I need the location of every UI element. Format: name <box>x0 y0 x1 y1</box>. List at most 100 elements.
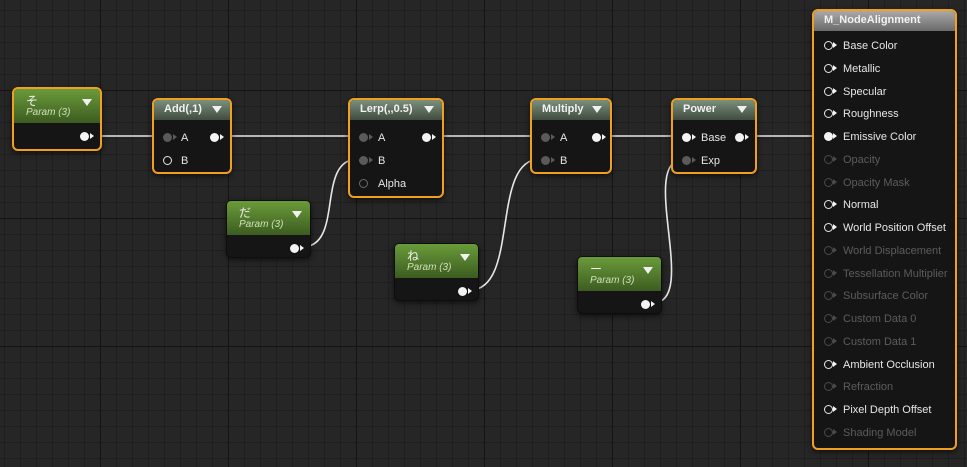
lerp-node[interactable]: Lerp(,,0.5) A B Alpha <box>348 98 444 198</box>
material-input-pin-icon[interactable] <box>824 86 833 96</box>
collapse-arrow-icon[interactable] <box>737 106 747 113</box>
pin-label: B <box>378 155 386 167</box>
node-header[interactable]: ー Param (3) <box>578 257 661 291</box>
node-header[interactable]: Multiply <box>532 100 610 120</box>
output-pin-icon[interactable] <box>641 300 650 309</box>
pin-arrow-icon <box>833 406 837 412</box>
output-pin-icon[interactable] <box>290 244 299 253</box>
pin-arrow-icon <box>833 87 837 94</box>
pin-arrow-icon <box>833 110 837 117</box>
node-title: そ <box>26 94 39 108</box>
material-input-pin-icon[interactable] <box>824 359 833 369</box>
material-input-pin-icon[interactable] <box>824 41 833 50</box>
node-title: Power <box>683 103 717 115</box>
output-pin-icon[interactable] <box>210 133 219 142</box>
input-pin-icon[interactable] <box>359 179 368 188</box>
pin-label: Alpha <box>378 178 407 190</box>
input-pin-icon[interactable] <box>682 133 691 142</box>
param-node-ne[interactable]: ね Param (3) <box>394 243 479 301</box>
node-header[interactable]: そ Param (3) <box>14 89 100 123</box>
material-input-pin-icon[interactable] <box>824 132 833 141</box>
material-input-pin-icon[interactable] <box>824 154 833 164</box>
pin-arrow-icon <box>833 269 837 276</box>
material-input-pin-icon[interactable] <box>824 382 833 392</box>
material-input-pin-icon[interactable] <box>824 427 833 437</box>
input-pin-icon[interactable] <box>163 156 172 165</box>
pin-arrow-icon <box>833 201 837 208</box>
pin-arrow-icon <box>173 134 177 140</box>
material-pin-label: Pixel Depth Offset <box>843 404 932 416</box>
collapse-arrow-icon[interactable] <box>643 267 653 274</box>
input-pin-icon[interactable] <box>682 156 691 165</box>
node-subtitle: Param (3) <box>590 275 635 286</box>
input-pin-icon[interactable] <box>163 133 172 142</box>
material-pin-label: World Position Offset <box>843 222 946 234</box>
param-node-da[interactable]: だ Param (3) <box>226 200 311 258</box>
material-pin-label: Normal <box>843 199 879 212</box>
pin-arrow-icon <box>833 337 837 344</box>
material-input-pin-icon[interactable] <box>824 314 833 323</box>
add-node[interactable]: Add(,1) A B <box>152 98 232 174</box>
material-input-pin-icon[interactable] <box>824 268 833 278</box>
output-pin-icon[interactable] <box>735 133 744 142</box>
node-header[interactable]: Power <box>673 100 755 120</box>
pin-arrow-icon <box>833 383 837 390</box>
pin-arrow-icon <box>468 288 472 294</box>
param-node-so[interactable]: そ Param (3) <box>12 87 102 151</box>
multiply-node[interactable]: Multiply A B <box>530 98 612 174</box>
material-pin-label: Emissive Color <box>843 131 917 143</box>
node-title: だ <box>239 206 252 220</box>
input-pin-icon[interactable] <box>359 156 368 165</box>
pin-arrow-icon <box>833 133 837 139</box>
material-input-pin-icon[interactable] <box>824 223 833 232</box>
power-node[interactable]: Power Base Exp <box>671 98 757 174</box>
pin-label: A <box>181 132 189 144</box>
material-input-pin-icon[interactable] <box>824 200 833 210</box>
output-pin-icon[interactable] <box>458 287 467 296</box>
material-pin-label: Ambient Occlusion <box>843 358 935 371</box>
input-pin-a[interactable]: A <box>163 131 188 145</box>
node-header[interactable]: Lerp(,,0.5) <box>350 100 442 120</box>
material-input-pin-icon[interactable] <box>824 291 833 301</box>
input-pin-icon[interactable] <box>359 133 368 142</box>
pin-arrow-icon <box>833 246 837 253</box>
node-header[interactable]: Add(,1) <box>154 100 230 120</box>
node-subtitle: Param (3) <box>239 219 284 230</box>
material-input-pin-icon[interactable] <box>824 109 833 119</box>
pin-arrow-icon <box>833 360 837 367</box>
node-title: Lerp(,,0.5) <box>360 103 413 115</box>
output-pin-icon[interactable] <box>422 133 431 142</box>
pin-arrow-icon <box>90 133 94 139</box>
material-input-pin-icon[interactable] <box>824 63 833 73</box>
input-pin-b[interactable]: B <box>163 154 188 168</box>
input-pin-icon[interactable] <box>541 156 550 165</box>
material-pin-label: Base Color <box>843 40 898 52</box>
pin-label: Base <box>701 132 727 144</box>
node-header[interactable]: ね Param (3) <box>395 244 478 278</box>
material-input-pin-icon[interactable] <box>824 245 833 255</box>
material-pin-label: Custom Data 0 <box>843 313 917 325</box>
node-subtitle: Param (3) <box>407 262 452 273</box>
pin-arrow-icon <box>300 245 304 251</box>
collapse-arrow-icon[interactable] <box>460 254 470 261</box>
material-pin-label: Shading Model <box>843 426 917 439</box>
pin-label: B <box>181 155 189 167</box>
collapse-arrow-icon[interactable] <box>592 106 602 113</box>
material-input-pin-icon[interactable] <box>824 336 833 346</box>
node-subtitle: Param (3) <box>26 107 71 118</box>
pin-arrow-icon <box>833 155 837 162</box>
output-pin-icon[interactable] <box>592 133 601 142</box>
param-node-dash[interactable]: ー Param (3) <box>577 256 662 314</box>
material-input-pin-icon[interactable] <box>824 177 833 187</box>
collapse-arrow-icon[interactable] <box>212 106 222 113</box>
pin-arrow-icon <box>833 178 837 185</box>
material-input-pin-icon[interactable] <box>824 405 833 414</box>
node-header[interactable]: M_NodeAlignment <box>814 11 955 31</box>
node-header[interactable]: だ Param (3) <box>227 201 310 235</box>
collapse-arrow-icon[interactable] <box>292 211 302 218</box>
output-pin-icon[interactable] <box>80 132 89 141</box>
collapse-arrow-icon[interactable] <box>424 106 434 113</box>
input-pin-icon[interactable] <box>541 133 550 142</box>
collapse-arrow-icon[interactable] <box>82 99 92 106</box>
